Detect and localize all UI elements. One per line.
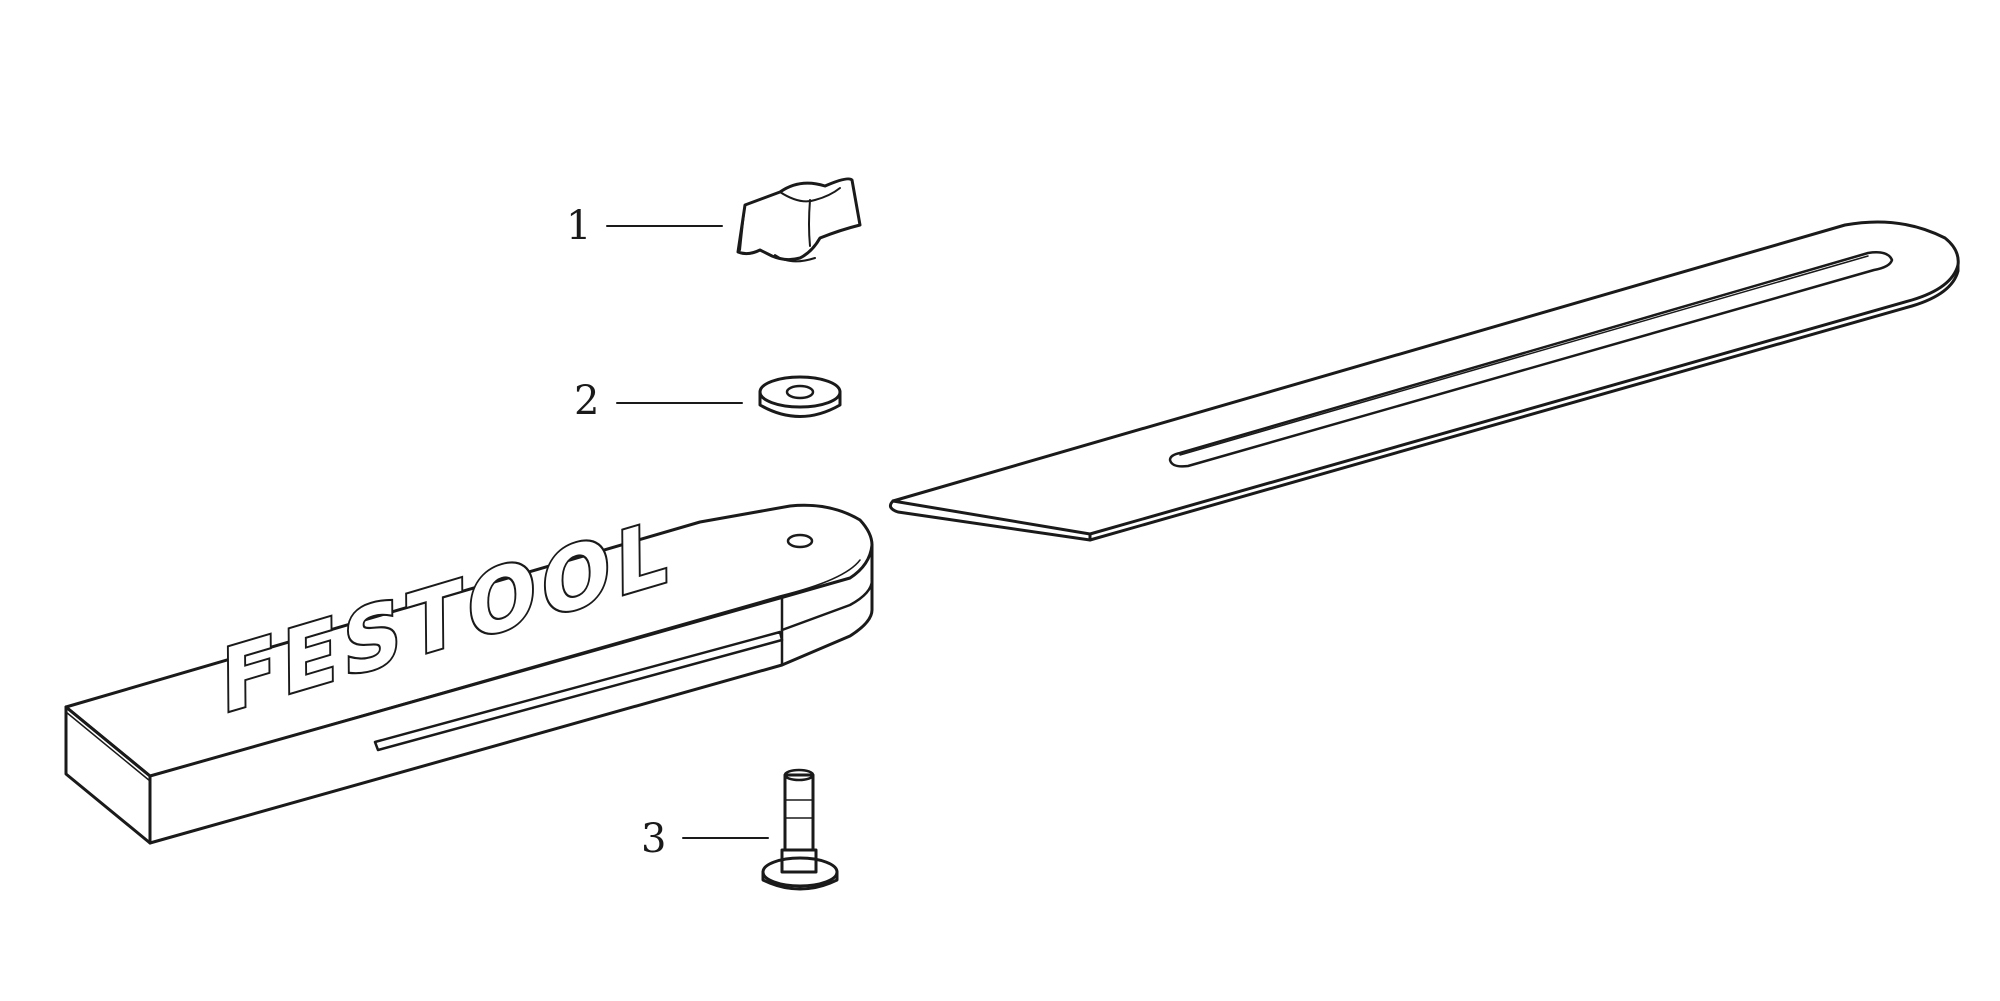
callout-number-1: 1 — [566, 203, 591, 249]
callout-1: 1 — [566, 203, 723, 249]
callout-2: 2 — [574, 378, 743, 424]
callout-number-3: 3 — [641, 816, 666, 862]
callout-number-2: 2 — [574, 378, 599, 424]
callout-3: 3 — [641, 816, 769, 862]
branded-rail-part: FESTOOL — [64, 497, 874, 845]
carriage-bolt-part — [761, 768, 839, 891]
festool-brand-text: FESTOOL — [221, 499, 673, 735]
wing-knob-part — [736, 177, 862, 263]
washer-part — [758, 375, 842, 418]
slotted-plate-part — [888, 220, 1960, 542]
